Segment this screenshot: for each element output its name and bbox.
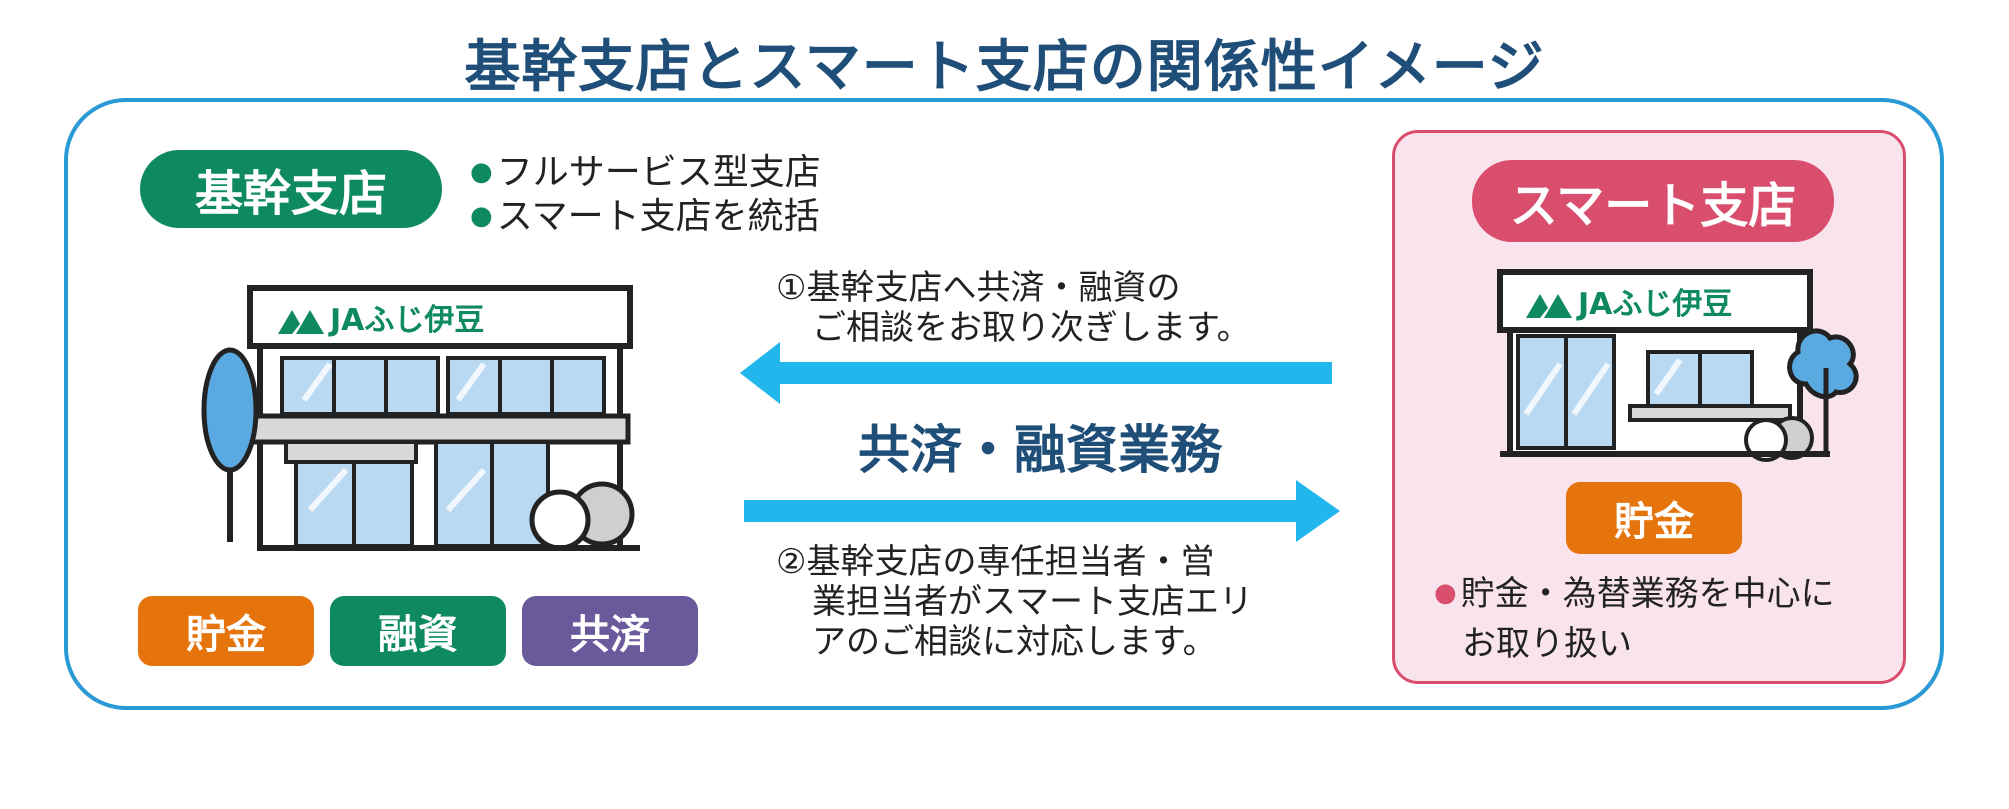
smart-branch-building-icon: JAふじ伊豆 (1497, 269, 1859, 462)
smart-desc-line-2: お取り扱い (1462, 624, 1632, 664)
smart-branch-label: スマート支店 (1472, 160, 1834, 242)
bush-icon (520, 481, 640, 551)
arrow-left-icon (740, 342, 1332, 404)
tag-savings: 貯金 (138, 596, 314, 666)
flow-note-2-line-3: アのご相談に対応します。 (812, 622, 1217, 662)
smart-branch-sign: JAふじ伊豆 (1576, 287, 1732, 322)
bullet-icon: ● (470, 157, 493, 187)
main-branch-label: 基幹支店 (140, 150, 442, 228)
flow-note-2-line-2: 業担当者がスマート支店エリ (812, 582, 1253, 622)
diagram-title: 基幹支店とスマート支店の関係性イメージ (464, 35, 1545, 100)
tag-loans: 融資 (330, 596, 506, 666)
flow-note-1-line-2: ご相談をお取り次ぎします。 (812, 308, 1251, 348)
smart-desc-line-1: ●貯金・為替業務を中心に (1434, 574, 1835, 614)
smart-branch-description: ●貯金・為替業務を中心に お取り扱い (1434, 568, 1884, 669)
flow-note-1-line-1: ①基幹支店へ共済・融資の (776, 268, 1181, 308)
bullet-icon: ● (1434, 578, 1457, 608)
tree-icon (1787, 328, 1859, 452)
flow-note-2-line-1: ②基幹支店の専任担当者・営 (776, 542, 1215, 582)
ja-logo-icon (278, 310, 324, 334)
tag-mutual-aid: 共済 (522, 596, 698, 666)
tag-smart-savings: 貯金 (1566, 482, 1742, 554)
main-branch-feature-1: ●フルサービス型支店 (470, 152, 821, 193)
ja-logo-icon (1526, 294, 1572, 318)
main-branch-building-icon: JAふじ伊豆 (201, 285, 640, 551)
bush-icon (1744, 416, 1814, 462)
tree-icon (201, 347, 259, 542)
main-branch-feature-2: ●スマート支店を統括 (470, 196, 820, 237)
arrow-right-icon (744, 480, 1340, 542)
main-branch-sign: JAふじ伊豆 (328, 303, 484, 338)
center-label: 共済・融資業務 (857, 421, 1222, 481)
bullet-icon: ● (470, 201, 493, 231)
outer-frame (64, 98, 1944, 710)
